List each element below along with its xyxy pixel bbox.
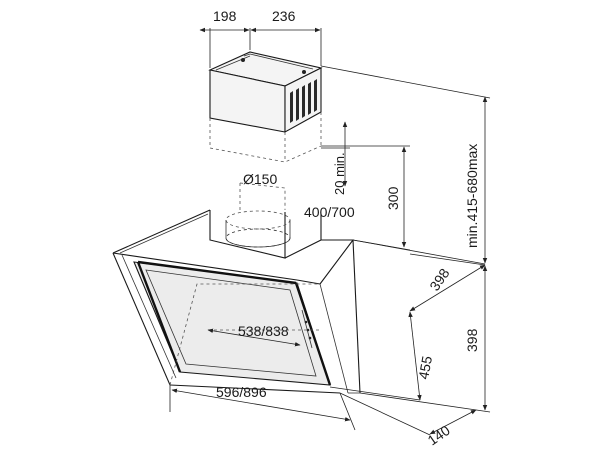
outlet-cylinder [225,210,291,248]
height-range-label: min.415-680max [464,144,480,248]
duct-span-label: 400/700 [304,204,355,220]
glass-panel [133,260,332,386]
glass-height-label: 455 [415,355,435,381]
depth-right-label: 398 [464,328,480,352]
total-width-label: 596/896 [216,384,267,400]
depth-top-label: 398 [426,265,452,293]
duct-height-label: 300 [385,186,401,210]
duct-width-label: 236 [272,8,296,24]
vent-grille [290,79,317,123]
chimney-duct [208,51,323,133]
inner-width-label: 538/838 [238,323,289,339]
dimension-lines [169,27,491,436]
duct-depth-label: 198 [213,8,237,24]
min-clearance-label: 20 min. [332,152,347,195]
lower-duct-outline [209,112,322,212]
bottom-depth-label: 140 [425,422,453,449]
outlet-diameter-label: Ø150 [243,171,277,187]
